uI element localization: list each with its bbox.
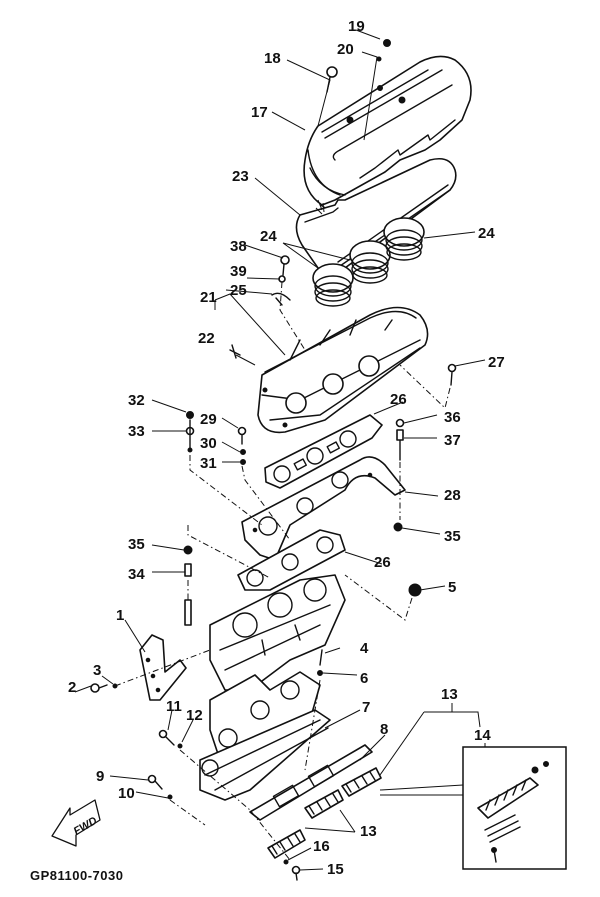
callout-15: 15 (327, 861, 344, 878)
callout-28: 28 (444, 487, 461, 504)
head-gasket-upper (264, 414, 383, 489)
fasteners (90, 39, 457, 881)
exhaust-plate (241, 456, 406, 561)
callout-11: 11 (166, 698, 182, 715)
callout-39: 39 (230, 263, 247, 280)
callout-21: 21 (200, 289, 217, 306)
callout-4: 4 (360, 640, 369, 657)
callout-23: 23 (232, 168, 249, 185)
callout-6: 6 (360, 670, 368, 687)
alignment-lines (114, 281, 451, 861)
callout-14: 14 (474, 727, 491, 744)
callout-34: 34 (128, 566, 145, 583)
callout-37: 37 (444, 432, 461, 449)
callout-31: 31 (200, 455, 217, 472)
callout-36: 36 (444, 409, 461, 426)
leader-lines (74, 29, 486, 871)
callout-22: 22 (198, 330, 215, 347)
cylinder-head (257, 306, 429, 434)
callout-1: 1 (116, 607, 124, 624)
callout-30: 30 (200, 435, 217, 452)
callout-13-top: 13 (441, 686, 458, 703)
valve-springs (312, 217, 425, 307)
reed-valve-gasket (249, 744, 373, 821)
callout-18: 18 (264, 50, 281, 67)
carburetor-assembly (209, 574, 346, 691)
forward-direction-arrow: FWD (51, 799, 101, 847)
callout-33: 33 (128, 423, 145, 440)
callout-19: 19 (348, 18, 365, 35)
callout-27: 27 (488, 354, 505, 371)
callout-26-upper: 26 (390, 391, 407, 408)
callout-10: 10 (118, 785, 135, 802)
callout-9: 9 (96, 768, 104, 785)
callout-8: 8 (380, 721, 388, 738)
cylinder-head-cover (303, 55, 472, 206)
callout-16: 16 (313, 838, 330, 855)
callout-35-left: 35 (128, 536, 145, 553)
callout-2: 2 (68, 679, 76, 696)
callout-20: 20 (337, 41, 354, 58)
callout-38: 38 (230, 238, 247, 255)
callout-3: 3 (93, 662, 101, 679)
reed-valves (267, 767, 382, 859)
bracket (139, 634, 187, 701)
callout-17: 17 (251, 104, 268, 121)
callout-24-right: 24 (478, 225, 495, 242)
drawing-code: GP81100-7030 (30, 868, 123, 883)
callout-12: 12 (186, 707, 203, 724)
reed-valve-kit-box (462, 746, 567, 870)
callout-29: 29 (200, 411, 217, 428)
callout-26-lower: 26 (374, 554, 391, 571)
callout-5: 5 (448, 579, 456, 596)
callout-32: 32 (128, 392, 145, 409)
callout-7: 7 (362, 699, 370, 716)
callout-24-left: 24 (260, 228, 277, 245)
callout-13-middle: 13 (360, 823, 377, 840)
callout-25: 25 (230, 282, 247, 299)
part-callouts: 1 2 3 4 5 6 7 8 9 10 11 12 13 13 13 14 1… (68, 18, 505, 878)
callout-35-right: 35 (444, 528, 461, 545)
